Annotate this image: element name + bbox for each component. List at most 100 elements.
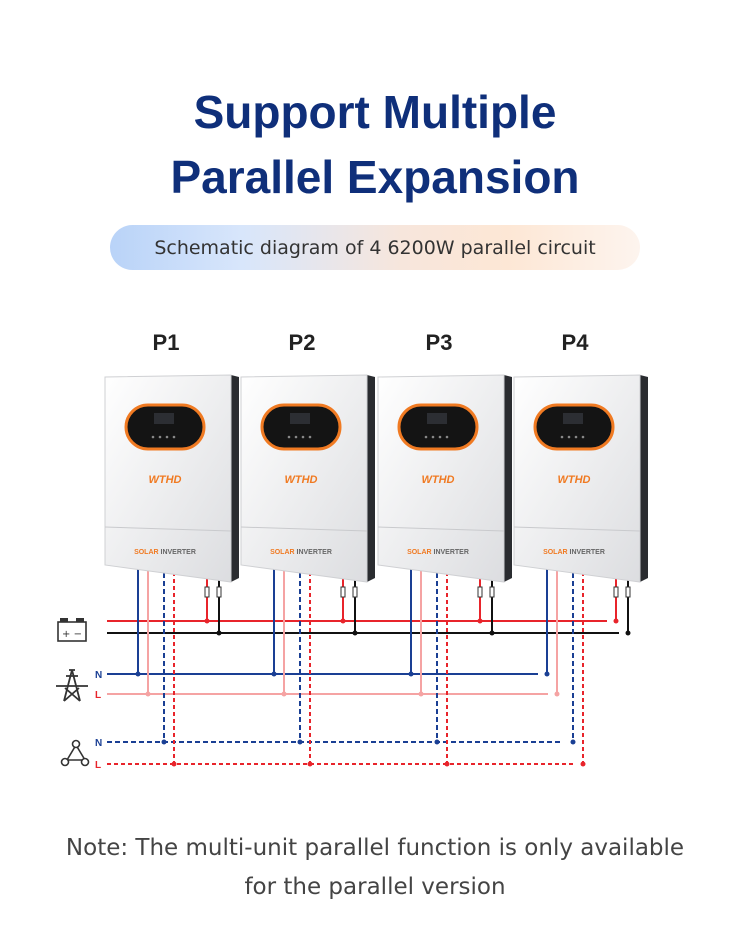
button-icon bbox=[301, 435, 305, 439]
product-label-accent: SOLAR bbox=[407, 549, 433, 556]
display-panel bbox=[260, 403, 342, 451]
junction-dot bbox=[135, 671, 141, 677]
product-label-rest: INVERTER bbox=[434, 549, 469, 556]
note-line-2: for the parallel version bbox=[244, 874, 506, 900]
junction-dot bbox=[580, 761, 586, 767]
tower-lines bbox=[56, 669, 88, 702]
display-panel bbox=[397, 403, 479, 451]
product-label: SOLAR INVERTER bbox=[543, 549, 605, 556]
title-line-1: Support Multiple bbox=[193, 86, 557, 138]
fuse bbox=[340, 586, 346, 598]
brand-logo: WTHD bbox=[285, 474, 318, 486]
junction-dot bbox=[204, 618, 210, 624]
button-icon bbox=[165, 435, 169, 439]
button-icon bbox=[574, 435, 578, 439]
button-icon bbox=[172, 435, 176, 439]
button-icon bbox=[287, 435, 291, 439]
junction-dot bbox=[444, 761, 450, 767]
junction-dot bbox=[145, 691, 151, 697]
node bbox=[71, 739, 81, 749]
fuse bbox=[477, 586, 483, 598]
fuse bbox=[489, 586, 495, 598]
junction-dot bbox=[570, 739, 576, 745]
battery-terminal bbox=[76, 618, 84, 622]
product-label-rest: INVERTER bbox=[161, 549, 196, 556]
junction-dot bbox=[418, 691, 424, 697]
node bbox=[80, 757, 90, 767]
product-label-accent: SOLAR bbox=[543, 549, 569, 556]
brand-logo: WTHD bbox=[149, 474, 182, 486]
lcd-screen bbox=[563, 413, 583, 424]
node bbox=[60, 757, 70, 767]
subtitle-pill: Schematic diagram of 4 6200W parallel ci… bbox=[110, 225, 640, 270]
load-l-label: L bbox=[95, 760, 101, 771]
button-icon bbox=[431, 435, 435, 439]
junction-dot bbox=[434, 739, 440, 745]
display-panel bbox=[124, 403, 206, 451]
unit-label-p3: P3 bbox=[426, 330, 453, 355]
junction-dot bbox=[544, 671, 550, 677]
junction-dot bbox=[281, 691, 287, 697]
note-line-1: Note: The multi-unit parallel function i… bbox=[65, 835, 685, 861]
button-icon bbox=[308, 435, 312, 439]
junction-dot bbox=[171, 761, 177, 767]
junction-dot bbox=[554, 691, 560, 697]
brand-logo: WTHD bbox=[422, 474, 455, 486]
battery-terminal bbox=[60, 618, 68, 622]
button-icon bbox=[158, 435, 162, 439]
unit-label-p4: P4 bbox=[562, 330, 590, 355]
unit-label-p2: P2 bbox=[289, 330, 316, 355]
button-icon bbox=[151, 435, 155, 439]
junction-dot bbox=[307, 761, 313, 767]
button-icon bbox=[581, 435, 585, 439]
junction-dot bbox=[613, 618, 619, 624]
product-label: SOLAR INVERTER bbox=[407, 549, 469, 556]
inverter-unit-2: WTHD SOLAR INVERTER P2 bbox=[240, 330, 375, 767]
fuse bbox=[352, 586, 358, 598]
junction-dot bbox=[340, 618, 346, 624]
junction-dot bbox=[352, 630, 358, 636]
junction-dot bbox=[271, 671, 277, 677]
battery-signs: + − bbox=[62, 629, 82, 640]
inverter-unit-1: WTHD SOLAR INVERTER P1 bbox=[104, 330, 239, 767]
panel-divider bbox=[377, 526, 505, 532]
product-label: SOLAR INVERTER bbox=[134, 549, 196, 556]
button-icon bbox=[294, 435, 298, 439]
panel-divider bbox=[240, 526, 368, 532]
product-label-rest: INVERTER bbox=[297, 549, 332, 556]
subtitle: Schematic diagram of 4 6200W parallel ci… bbox=[154, 236, 596, 259]
fuse bbox=[216, 586, 222, 598]
panel-divider bbox=[104, 526, 232, 532]
fuse bbox=[625, 586, 631, 598]
display-panel bbox=[533, 403, 615, 451]
load-n-label: N bbox=[95, 738, 102, 749]
panel-divider bbox=[513, 526, 641, 532]
junction-dot bbox=[408, 671, 414, 677]
product-label-accent: SOLAR bbox=[270, 549, 296, 556]
button-icon bbox=[567, 435, 571, 439]
product-label: SOLAR INVERTER bbox=[270, 549, 332, 556]
battery-body bbox=[57, 621, 87, 642]
fuse bbox=[204, 586, 210, 598]
grid-n-label: N bbox=[95, 670, 102, 681]
unit-label-p1: P1 bbox=[153, 330, 180, 355]
junction-dot bbox=[477, 618, 483, 624]
button-icon bbox=[438, 435, 442, 439]
lcd-screen bbox=[154, 413, 174, 424]
lcd-screen bbox=[427, 413, 447, 424]
junction-dot bbox=[489, 630, 495, 636]
product-label-accent: SOLAR bbox=[134, 549, 160, 556]
button-icon bbox=[560, 435, 564, 439]
product-label-rest: INVERTER bbox=[570, 549, 605, 556]
title-line-2: Parallel Expansion bbox=[170, 151, 580, 203]
grid-tower-icon bbox=[56, 669, 88, 702]
button-icon bbox=[424, 435, 428, 439]
junction-dot bbox=[625, 630, 631, 636]
junction-dot bbox=[161, 739, 167, 745]
battery-icon: + − bbox=[57, 618, 87, 642]
brand-logo: WTHD bbox=[558, 474, 591, 486]
inverter-unit-4: WTHD SOLAR INVERTER P4 bbox=[513, 330, 648, 767]
junction-dot bbox=[216, 630, 222, 636]
inverter-unit-3: WTHD SOLAR INVERTER P3 bbox=[377, 330, 512, 767]
